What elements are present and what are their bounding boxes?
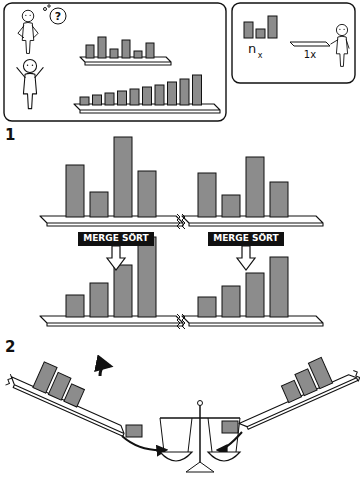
bar bbox=[143, 87, 152, 105]
break-mark bbox=[353, 369, 360, 381]
shelf bbox=[40, 216, 183, 226]
move-arrow bbox=[122, 436, 166, 450]
bar bbox=[86, 45, 94, 58]
bar bbox=[126, 425, 142, 437]
quantity-label: x bbox=[258, 52, 263, 60]
down-arrow bbox=[237, 246, 255, 270]
down-arrow bbox=[107, 246, 125, 270]
bar bbox=[270, 182, 288, 217]
rotate-icon bbox=[100, 366, 110, 376]
bar bbox=[198, 173, 216, 217]
bar bbox=[246, 157, 264, 217]
bar bbox=[138, 171, 156, 217]
bar bbox=[246, 273, 264, 317]
break-mark bbox=[177, 314, 180, 329]
tilted-shelf bbox=[5, 351, 137, 437]
bar bbox=[134, 51, 142, 58]
plank bbox=[290, 42, 330, 46]
balance-scale bbox=[160, 401, 240, 473]
break-mark bbox=[182, 214, 185, 229]
bar bbox=[90, 283, 108, 317]
box-label: MERGE SÖRT bbox=[83, 234, 149, 244]
thought-bubble bbox=[44, 8, 47, 11]
quantity-label: n bbox=[248, 42, 256, 55]
thought-bubble bbox=[50, 8, 66, 24]
step-number: 1 bbox=[5, 128, 15, 143]
tilted-shelf bbox=[228, 346, 360, 432]
break-mark bbox=[5, 374, 13, 386]
box-label: MERGE SÖRT bbox=[213, 234, 279, 244]
bar bbox=[110, 49, 118, 58]
bar bbox=[222, 195, 240, 217]
bar bbox=[93, 95, 102, 105]
step-number: 2 bbox=[5, 340, 15, 355]
person-figure bbox=[17, 59, 43, 108]
thought-bubble bbox=[48, 5, 50, 7]
quantity-label: 1x bbox=[304, 50, 316, 60]
bar bbox=[64, 384, 85, 407]
thought-mark: ? bbox=[55, 11, 61, 22]
bar bbox=[256, 29, 265, 38]
bar bbox=[130, 89, 139, 105]
panel bbox=[4, 3, 226, 121]
bar bbox=[168, 82, 177, 105]
bar bbox=[155, 85, 164, 105]
bar bbox=[138, 237, 156, 317]
break-mark bbox=[182, 314, 185, 329]
bar bbox=[180, 79, 189, 105]
bar bbox=[222, 421, 238, 433]
shelf bbox=[40, 316, 183, 326]
bar bbox=[198, 297, 216, 317]
bar bbox=[270, 257, 288, 317]
merge-sort-box: MERGE SÖRT bbox=[78, 232, 154, 246]
bar bbox=[114, 137, 132, 217]
bar bbox=[268, 16, 277, 38]
break-mark bbox=[177, 214, 180, 229]
bar bbox=[308, 357, 332, 388]
bar bbox=[146, 43, 154, 58]
merge-sort-box: MERGE SÖRT bbox=[208, 232, 284, 246]
bar bbox=[118, 91, 127, 105]
panel bbox=[232, 3, 355, 83]
bar bbox=[114, 265, 132, 317]
bar bbox=[105, 93, 114, 105]
bar bbox=[66, 165, 84, 217]
bar bbox=[90, 192, 108, 217]
bar bbox=[222, 286, 240, 317]
person-figure bbox=[331, 24, 349, 66]
person-figure bbox=[18, 10, 38, 53]
bar bbox=[122, 40, 130, 58]
bar bbox=[98, 37, 106, 58]
bar bbox=[80, 97, 89, 105]
bar bbox=[66, 295, 84, 317]
bar bbox=[244, 22, 253, 38]
bar bbox=[193, 75, 202, 105]
